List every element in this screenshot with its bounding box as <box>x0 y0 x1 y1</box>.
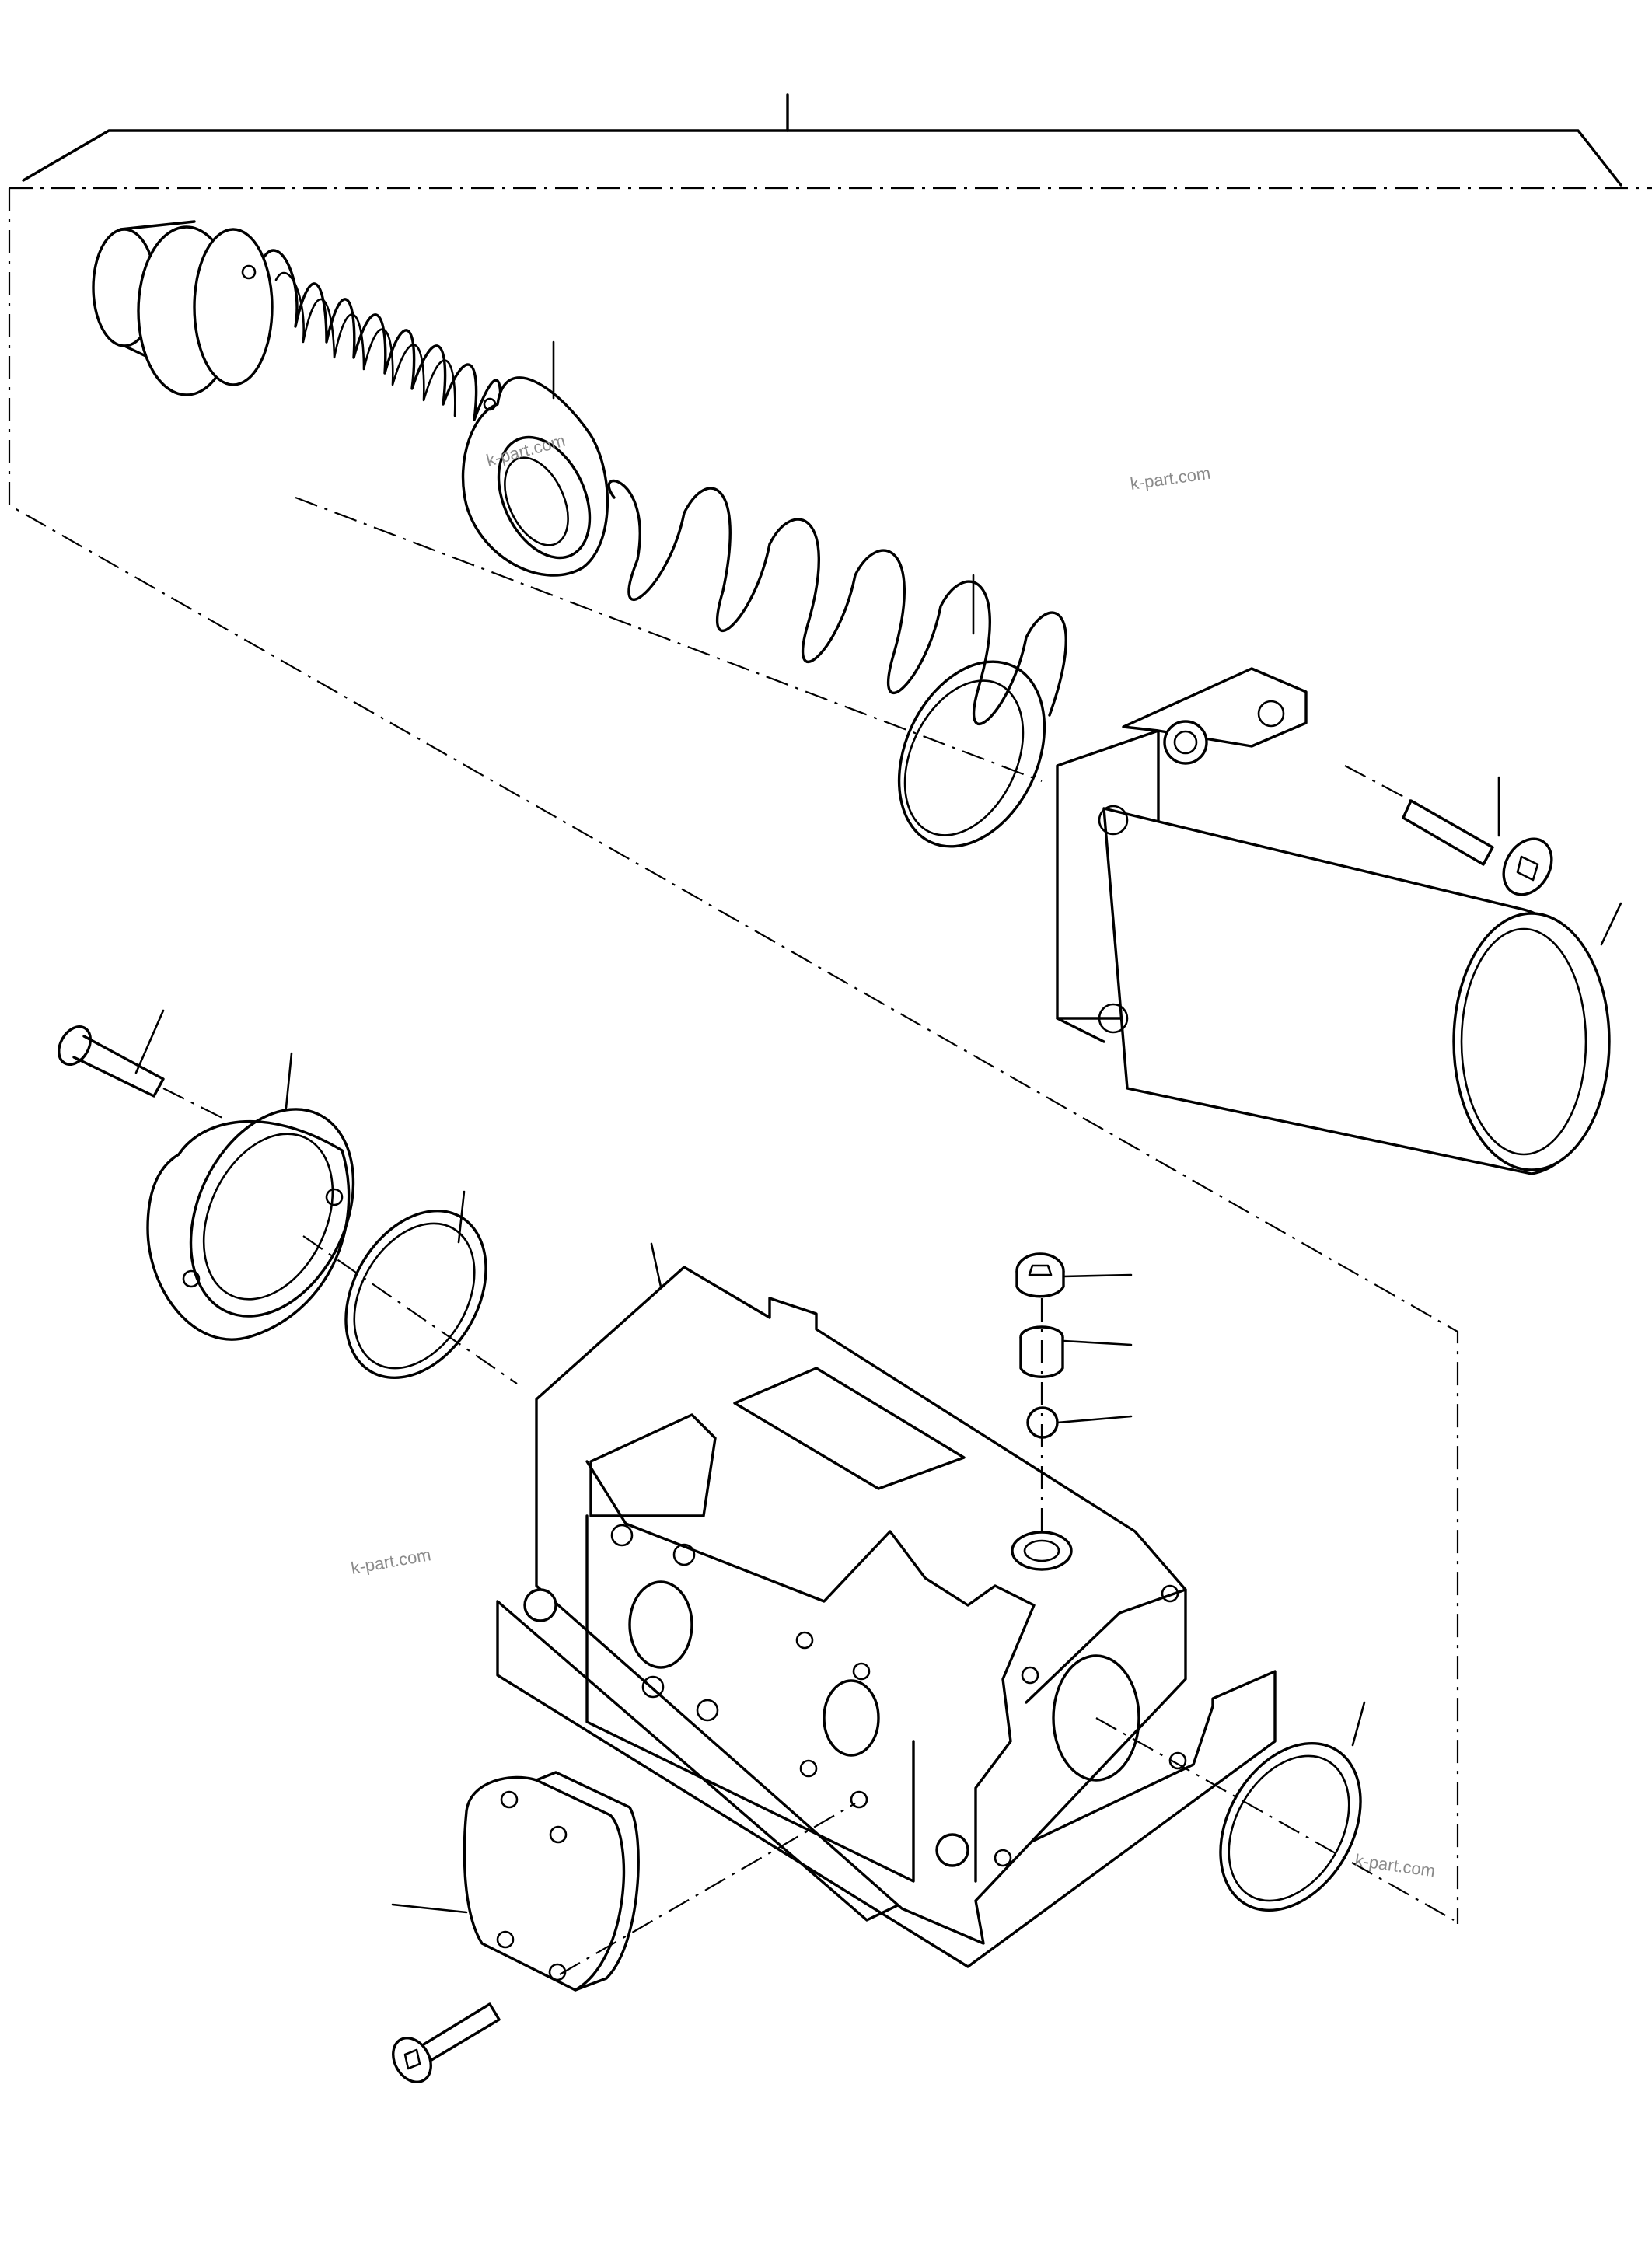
spring-guide-piston <box>92 220 502 437</box>
spring-seat-washer <box>461 340 609 577</box>
spring-axis-line <box>295 496 1043 783</box>
end-flange <box>146 1052 355 1341</box>
assembly-bracket <box>22 93 1622 187</box>
o-ring-upper <box>302 1190 518 1384</box>
flange-bolt <box>58 1009 226 1120</box>
assembly-boundary-line <box>8 187 1652 1924</box>
watermark: k-part.com <box>350 1545 433 1578</box>
cylinder-cover <box>1056 667 1622 1175</box>
check-valve-ball <box>1026 1406 1133 1439</box>
main-spring <box>607 479 1067 848</box>
check-valve-sleeve <box>1019 1325 1133 1378</box>
side-cover-plate <box>391 1771 856 1992</box>
watermark: k-part.com <box>1129 463 1211 494</box>
check-valve-plug <box>1015 1252 1133 1298</box>
o-ring-lower <box>1095 1701 1455 1921</box>
valve-housing <box>496 1242 1277 1968</box>
watermark: k-part.com <box>1353 1850 1436 1880</box>
cover-bolt <box>1344 765 1553 896</box>
inner-spring <box>263 249 502 437</box>
cover-plate-bolt <box>392 2002 501 2083</box>
